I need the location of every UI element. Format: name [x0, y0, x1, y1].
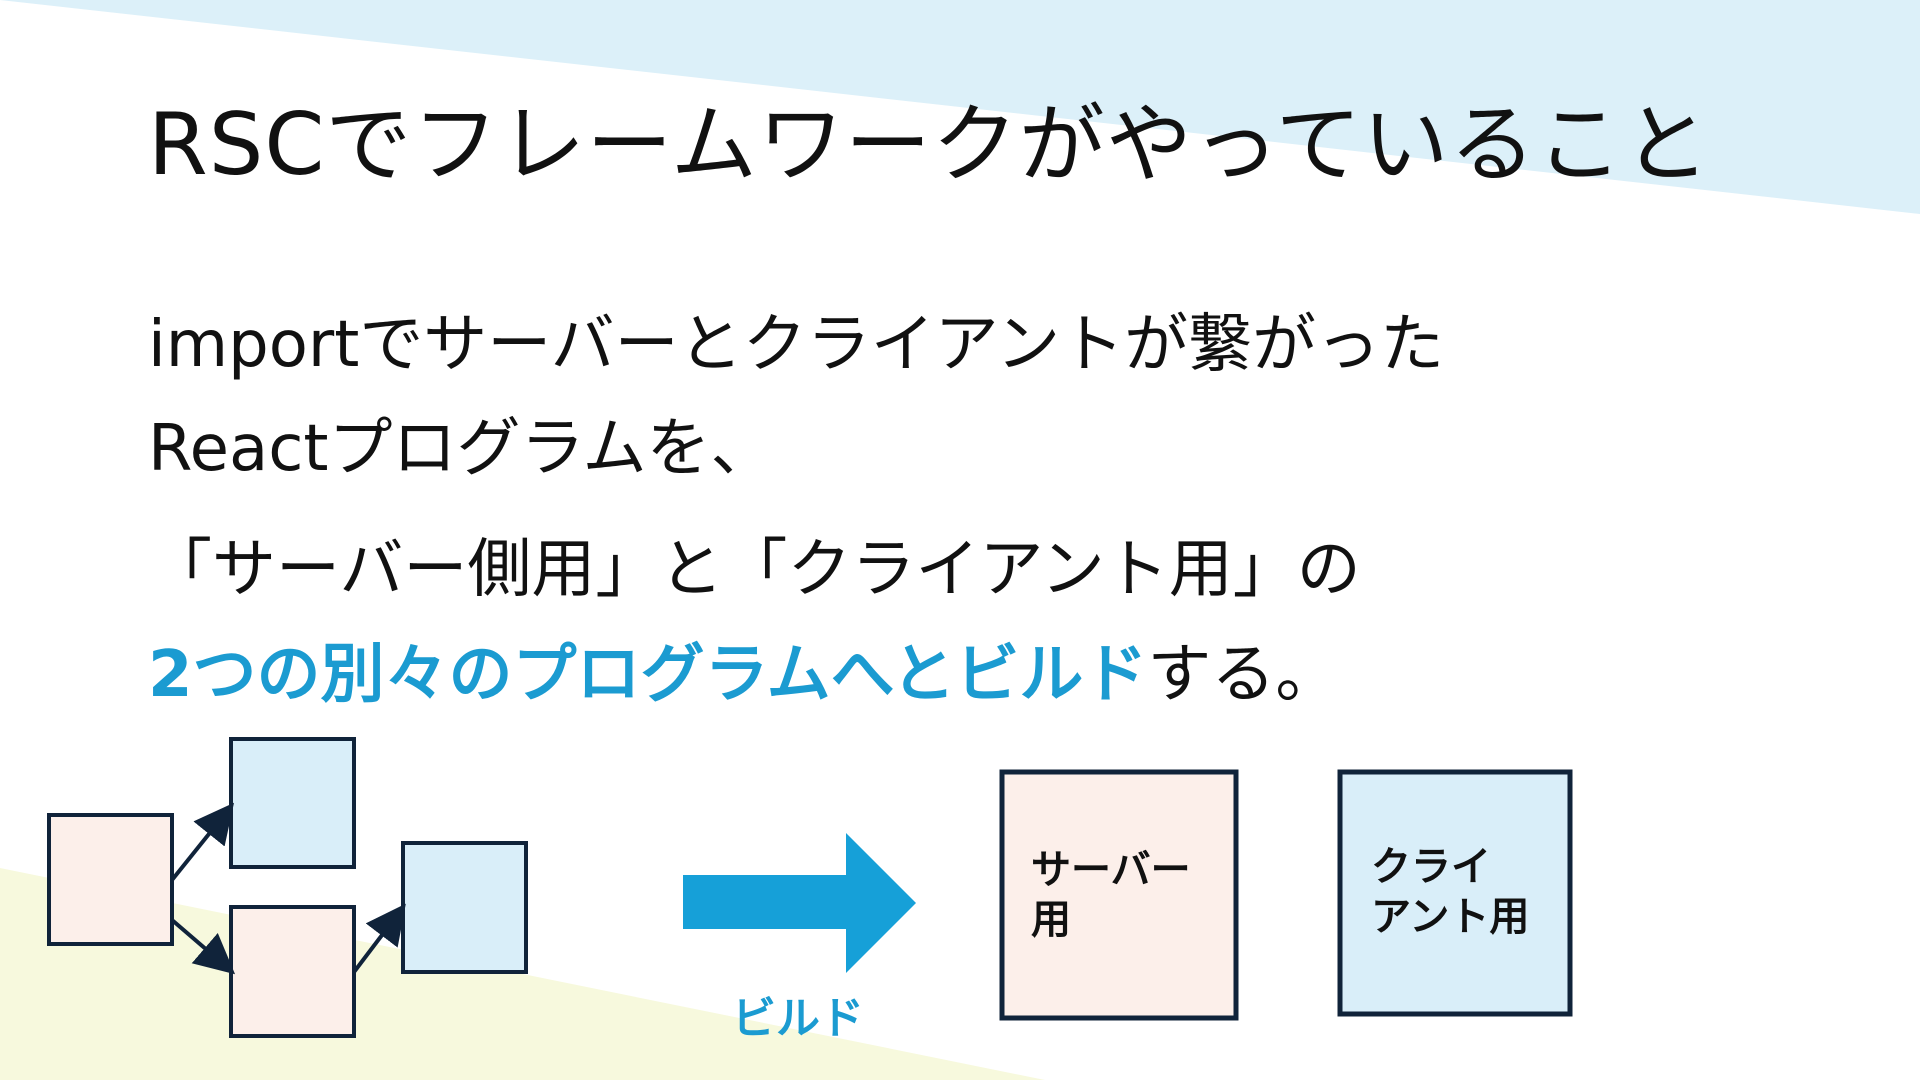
source-client-module-box-top — [229, 737, 356, 869]
client-output-box — [1337, 769, 1573, 1017]
import-arrow-right — [352, 903, 406, 974]
server-output-label-line-2: 用 — [1031, 897, 1071, 943]
top-light-blue-band — [0, 0, 1920, 214]
build-arrow — [683, 833, 916, 973]
build-arrow-label: ビルド — [732, 993, 864, 1044]
server-output-label-line-1: サーバー — [1031, 847, 1191, 893]
body-line-2: Reactプログラムを、 — [148, 412, 775, 486]
client-output: クライ アント用 — [1337, 769, 1573, 1017]
body-line-3: 「サーバー側用」と「クライアント用」の — [148, 533, 1361, 607]
body-line-1: importでサーバーとクライアントが繋がった — [148, 308, 1445, 382]
body-line-4: 2つの別々のプログラムへとビルドする。 — [148, 640, 1339, 710]
source-module-graph — [47, 737, 528, 1038]
client-output-label-line-2: アント用 — [1371, 894, 1529, 940]
import-arrow-up — [170, 802, 235, 882]
server-output-box — [999, 769, 1239, 1021]
source-client-module-box-right — [401, 841, 528, 974]
source-server-module-box — [47, 813, 174, 946]
source-server-module-box-bottom — [229, 905, 356, 1038]
client-output-label-line-1: クライ — [1371, 844, 1491, 890]
emphasis-text: 2つの別々のプログラムへとビルド — [148, 638, 1148, 712]
body-line-4-rest: する。 — [1147, 638, 1340, 712]
import-arrow-down — [170, 918, 236, 975]
build-arrow-group: ビルド — [683, 833, 916, 1044]
server-output: サーバー 用 — [999, 769, 1239, 1021]
slide-title: RSCでフレームワークがやっていること — [148, 95, 1711, 195]
